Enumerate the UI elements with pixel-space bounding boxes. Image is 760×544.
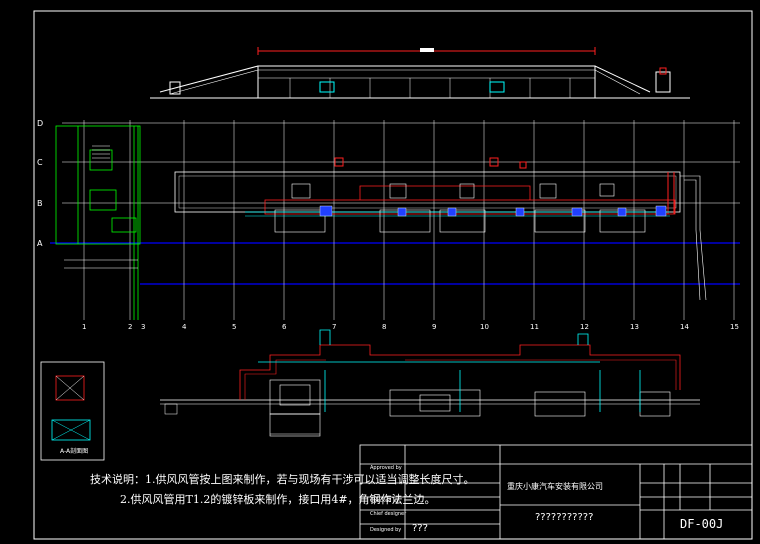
- designed-by-label: Designed by: [370, 527, 402, 533]
- grid-col-label-12: 12: [580, 323, 589, 331]
- grid-col-label-4: 4: [182, 323, 187, 331]
- grid-col-label-5: 5: [232, 323, 236, 331]
- grid-col-label-13: 13: [630, 323, 639, 331]
- section-detail: A-A剖面图: [40, 361, 105, 461]
- grid-row-label-d: D: [37, 119, 43, 128]
- grid-col-label-1: 1: [82, 323, 86, 331]
- grid-col-label-14: 14: [680, 323, 689, 331]
- grid-col-label-8: 8: [382, 323, 386, 331]
- grid-col-label-15: 15: [730, 323, 739, 331]
- building-elevation: [150, 47, 690, 99]
- grid-col-label-7: 7: [332, 323, 336, 331]
- technical-note-line1: 技术说明：1.供风风管按上图来制作，若与现场有干涉可以适当调整长度尺寸。: [90, 473, 475, 486]
- designer-name: ???: [412, 523, 428, 534]
- grid-col-label-6: 6: [282, 323, 287, 331]
- grid-col-label-11: 11: [530, 323, 539, 331]
- grid-col-label-10: 10: [480, 323, 489, 331]
- grid-col-label-9: 9: [432, 323, 436, 331]
- section-elevation: [160, 329, 700, 437]
- technical-note-line2: 2.供风风管用T1.2的镀锌板来制作，接口用4#，角钢作法兰边。: [120, 493, 436, 506]
- chief-designer-label: Chief designer: [370, 511, 407, 517]
- grid-row-label-c: C: [37, 158, 43, 167]
- grid-row-label-b: B: [37, 199, 43, 208]
- section-detail-caption: A-A剖面图: [60, 447, 88, 455]
- company-name: 重庆小康汽车安装有限公司: [507, 482, 603, 491]
- checked-by-label: Checked by: [370, 498, 400, 504]
- approved-by-label: Approved by: [370, 465, 402, 471]
- title-block: [359, 444, 753, 540]
- grid-col-label-2: 2: [128, 323, 132, 331]
- drawing-frame: [33, 10, 753, 540]
- project-name: ???????????: [535, 512, 594, 523]
- grid-row-labels: D C B A: [37, 119, 43, 248]
- plan-view: [50, 120, 740, 320]
- grid-row-label-a: A: [37, 239, 43, 248]
- drawing-number: DF-00J: [680, 517, 724, 531]
- grid-column-labels: 1 2 3 4 5 6 7 8 9 10 11 12 13 14 15: [82, 323, 739, 331]
- grid-col-label-3: 3: [141, 323, 145, 331]
